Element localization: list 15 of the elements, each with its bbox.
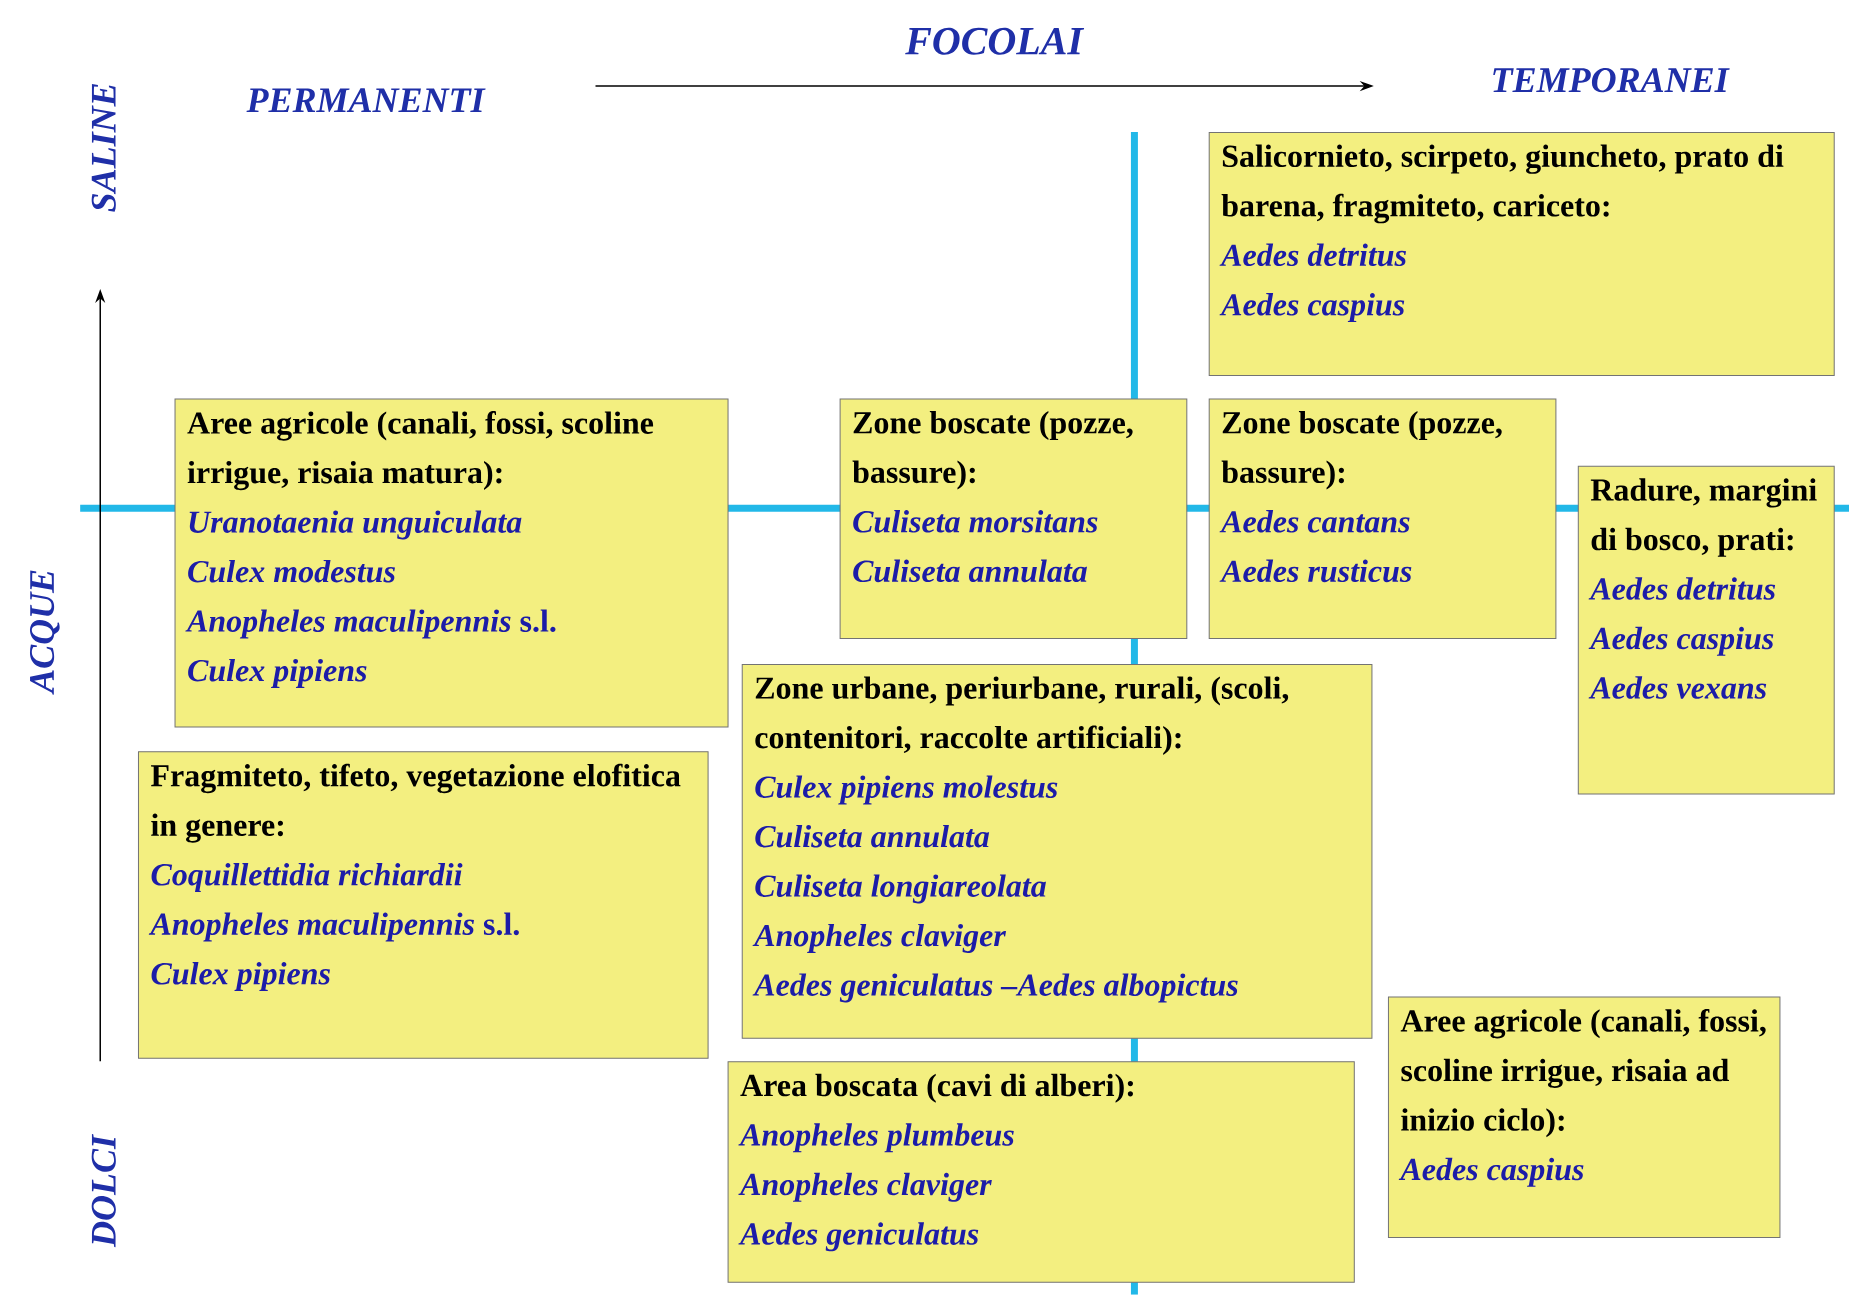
axis-label: FOCOLAI [905,27,1085,55]
habitat-box: Fragmiteto, tifeto, vegetazione elofitica in genere: Coquillettidia richiardii Anopheles maculipennis s.l. Culex pipiens [137,751,709,1059]
habitat-box: Aree agricole (canali, fossi, scoline irrigue, risaia ad inizio ciclo): Aedes caspius [1387,996,1781,1239]
habitat-box: Radure, margini di bosco, prati: Aedes detritus Aedes caspius Aedes vexans [1577,465,1835,795]
habitat-box: Salicornieto, scirpeto, giuncheto, prato di barena, fragmiteto, cariceto: Aedes detritus Aedes caspius [1208,132,1835,377]
habitat-box: Zone urbane, periurbane, rurali, (scoli, contenitori, raccolte artificiali): Culex pipiens molestus Culiseta annulata Culiseta longiareolata Anopheles claviger Aedes geniculatus –Aedes albopictus [741,664,1373,1039]
axis-label: PERMANENTI [246,88,486,113]
axis-label: ACQUE [29,570,60,695]
habitat-box: Aree agricole (canali, fossi, scoline irrigue, risaia matura): Uranotaenia unguiculata Culex modestus Anopheles maculipennis s.l. Culex pipiens [174,398,729,728]
axis-label: SALINE [91,84,116,212]
axis-label: TEMPORANEI [1493,68,1730,93]
habitat-box: Zone boscate (pozze, bassure): Culiseta morsitans Culiseta annulata [839,398,1188,640]
habitat-box: Area boscata (cavi di alberi): Anopheles plumbeus Anopheles claviger Aedes geniculatus [727,1061,1355,1283]
habitat-box: Zone boscate (pozze, bassure): Aedes cantans Aedes rusticus [1208,398,1557,640]
axis-label: DOLCI [91,1134,116,1248]
